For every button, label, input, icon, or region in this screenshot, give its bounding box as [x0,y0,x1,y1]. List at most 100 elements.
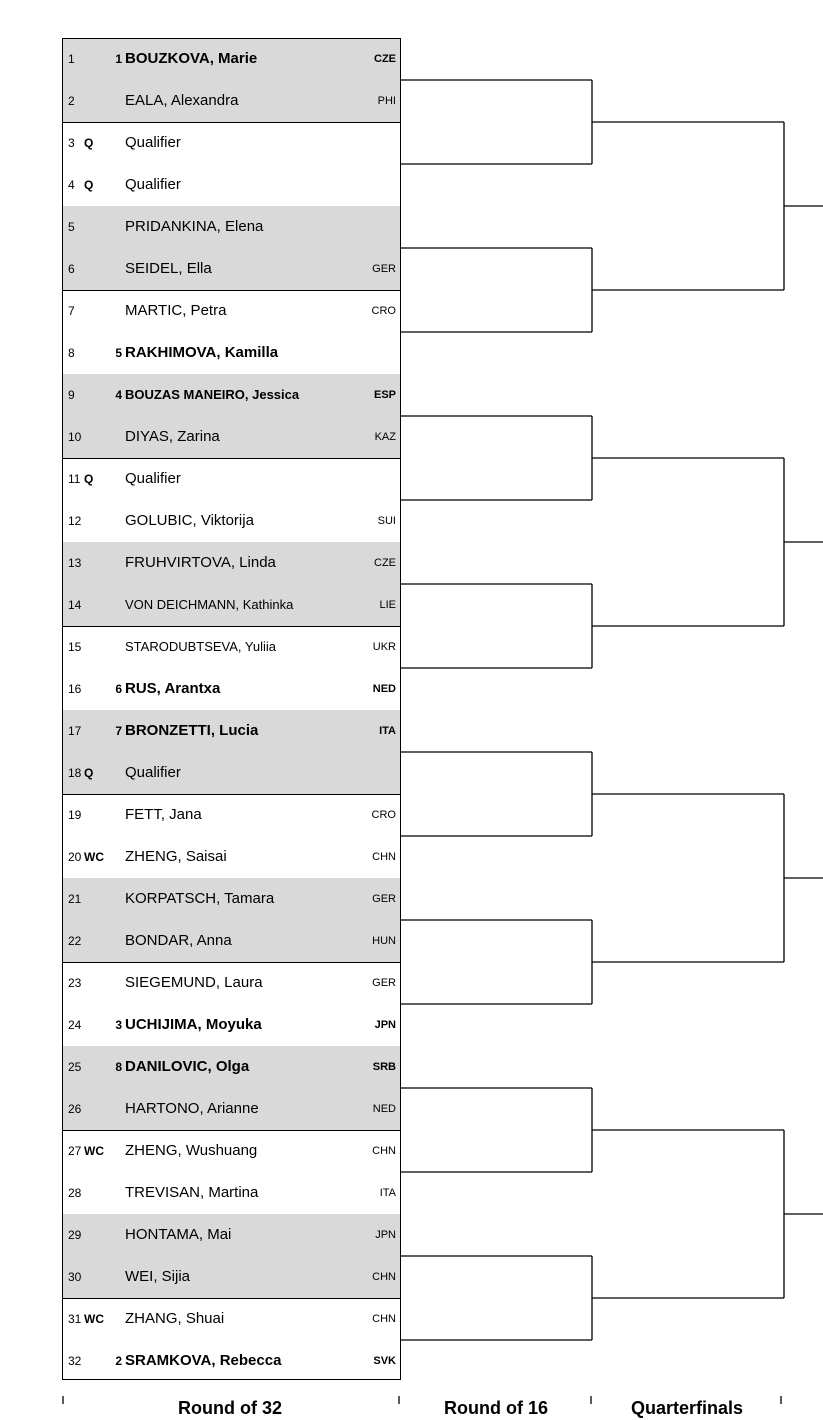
player-country: CZE [374,557,396,569]
player-name: BONDAR, Anna [125,932,232,949]
seed-number: 5 [115,346,122,360]
draw-position: 30 [68,1270,82,1284]
pair-divider [62,794,401,795]
draw-position: 31 [68,1312,82,1326]
draw-row: 22 BONDAR, Anna HUN [62,920,401,962]
draw-row: 15 STARODUBTSEVA, Yuliia UKR [62,626,401,668]
draw-position: 32 [68,1354,82,1368]
draw-position: 20 [68,850,82,864]
player-country: CHN [372,1145,396,1157]
draw-position: 1 [68,52,75,66]
player-name: DIYAS, Zarina [125,428,220,445]
draw-row: 5 PRIDANKINA, Elena [62,206,401,248]
player-country: CHN [372,851,396,863]
player-country: SRB [372,1061,396,1073]
player-country: UKR [372,641,396,653]
entry-type: Q [84,178,94,192]
draw-position: 15 [68,640,82,654]
draw-position: 28 [68,1186,82,1200]
seed-number: 6 [115,682,122,696]
player-name: KORPATSCH, Tamara [125,890,275,907]
entry-type: WC [84,1144,104,1158]
seed-number: 2 [115,1354,122,1368]
pair-divider [62,122,401,123]
draw-position: 4 [68,178,75,192]
player-country: GER [372,263,396,275]
draw-position: 22 [68,934,82,948]
player-name: Qualifier [125,764,181,781]
draw-row: 6 SEIDEL, Ella GER [62,248,401,290]
draw-position: 7 [68,304,75,318]
player-country: PHI [377,95,396,107]
player-name: EALA, Alexandra [125,92,239,109]
player-country: CRO [371,809,396,821]
draw-position: 19 [68,808,82,822]
player-country: JPN [374,1019,396,1031]
player-name: Qualifier [125,134,181,151]
player-name: BOUZKOVA, Marie [125,50,258,67]
pair-divider [62,458,401,459]
draw-position: 2 [68,94,75,108]
draw-position: 12 [68,514,82,528]
draw-row: 30 WEI, Sijia CHN [62,1256,401,1298]
player-country: HUN [372,935,396,947]
pair-divider [62,962,401,963]
player-name: BOUZAS MANEIRO, Jessica [125,387,300,402]
player-country: SVK [373,1355,396,1367]
player-name: GOLUBIC, Viktorija [125,512,254,529]
draw-position: 25 [68,1060,82,1074]
draw-position: 27 [68,1144,82,1158]
player-name: ZHANG, Shuai [125,1310,225,1327]
player-name: PRIDANKINA, Elena [125,218,264,235]
player-name: RAKHIMOVA, Kamilla [125,344,279,361]
entry-type: Q [84,136,94,150]
player-name: HONTAMA, Mai [125,1226,232,1243]
draw-position: 11 [68,472,81,486]
player-name: DANILOVIC, Olga [125,1058,250,1075]
player-country: GER [372,893,396,905]
player-name: MARTIC, Petra [125,302,227,319]
draw-position: 5 [68,220,75,234]
entry-type: Q [84,472,94,486]
player-country: CHN [372,1271,396,1283]
draw-position: 24 [68,1018,82,1032]
player-name: WEI, Sijia [125,1268,191,1285]
draw-position: 8 [68,346,75,360]
round-label-qf: Quarterfinals [630,1398,744,1418]
player-name: Qualifier [125,470,181,487]
player-name: SIEGEMUND, Laura [125,974,263,991]
draw-position: 9 [68,388,75,402]
draw-position: 3 [68,136,75,150]
player-name: SEIDEL, Ella [125,260,212,277]
player-country: ESP [373,389,396,401]
player-name: ZHENG, Wushuang [125,1142,258,1159]
seed-number: 8 [115,1060,122,1074]
round-label-r32: Round of 32 [178,1398,282,1418]
entry-type: WC [84,850,104,864]
draw-position: 13 [68,556,82,570]
player-country: CZE [374,53,396,65]
pair-divider [62,1298,401,1299]
draw-position: 14 [68,598,82,612]
pair-divider [62,626,401,627]
player-country: JPN [375,1229,396,1241]
player-name: STARODUBTSEVA, Yuliia [125,639,276,654]
draw-position: 23 [68,976,82,990]
player-country: ITA [379,725,396,737]
draw-position: 6 [68,262,75,276]
entry-type: WC [84,1312,104,1326]
